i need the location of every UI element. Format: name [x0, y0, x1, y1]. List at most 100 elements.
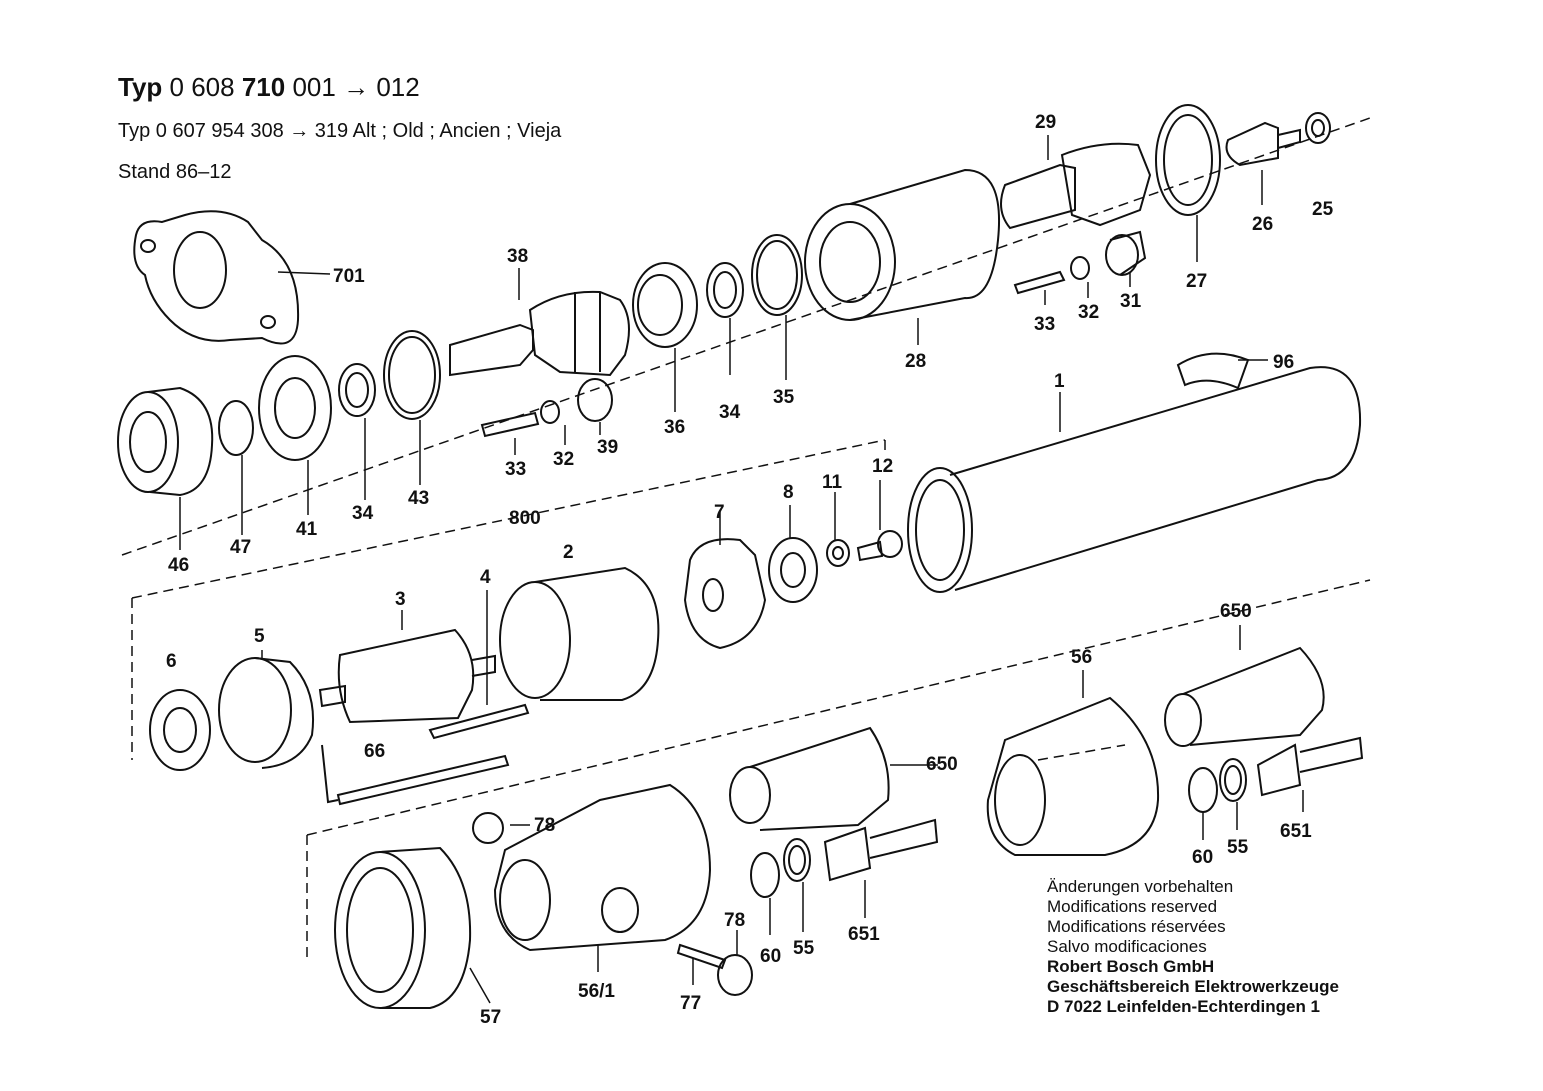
part-55-gasket-upper — [1219, 758, 1247, 802]
label-55-upper: 55 — [1227, 837, 1249, 858]
part-29-planet-carrier — [1000, 142, 1152, 230]
label-3: 3 — [395, 589, 406, 610]
label-651-upper: 651 — [1280, 821, 1312, 842]
label-34-upper: 34 — [719, 402, 741, 423]
label-25: 25 — [1312, 199, 1334, 220]
label-78-upper: 78 — [534, 815, 555, 836]
part-55-gasket-lower — [783, 838, 811, 882]
part-650-silencer-upper — [1164, 646, 1325, 747]
label-12: 12 — [872, 456, 893, 477]
part-labels: 701 38 29 26 25 27 33 32 31 28 96 1 36 3… — [166, 112, 1334, 1028]
part-2-cylinder — [499, 566, 660, 701]
label-39: 39 — [597, 437, 618, 458]
label-6: 6 — [166, 651, 177, 672]
label-27: 27 — [1186, 271, 1207, 292]
label-4: 4 — [480, 567, 491, 588]
label-1: 1 — [1054, 371, 1065, 392]
old-type-line: Typ 0 607 954 308 → 319 Alt ; Old ; Anci… — [118, 120, 562, 142]
label-31: 31 — [1120, 291, 1142, 312]
assembly-axis-lines — [121, 117, 1371, 960]
part-26-pinion — [1225, 121, 1301, 167]
part-46-threaded-ring — [117, 386, 214, 497]
part-60-filter-upper — [1188, 767, 1218, 813]
part-34-washer — [706, 262, 744, 318]
part-650-silencer-lower — [729, 726, 890, 831]
title-line: Typ 0 608 710 001 → 012 — [118, 72, 420, 103]
part-28-ring-gear — [804, 168, 1000, 321]
note-en: Modifications reserved — [1047, 897, 1218, 916]
part-41-ball-bearing — [258, 355, 332, 461]
stand-line: Stand 86–12 — [118, 161, 232, 183]
label-47: 47 — [230, 537, 251, 558]
part-11-washer — [826, 539, 850, 567]
part-6-bearing — [149, 689, 211, 771]
label-55-lower: 55 — [793, 938, 815, 959]
footer-notes: Änderungen vorbehalten Modifications res… — [1047, 877, 1339, 1017]
label-33-upper: 33 — [1034, 314, 1055, 335]
label-46: 46 — [168, 555, 189, 576]
label-28: 28 — [905, 351, 926, 372]
part-34-washer-lower — [338, 363, 376, 417]
label-60-upper: 60 — [1192, 847, 1213, 868]
title-number-b: 710 — [241, 72, 286, 102]
part-12-screw — [856, 530, 903, 562]
part-32-bush-lower — [540, 400, 560, 424]
part-32-bush-upper — [1070, 256, 1090, 280]
part-27-washer — [1155, 104, 1221, 216]
part-701-flange — [133, 210, 300, 345]
part-78-plug-upper — [472, 812, 504, 844]
part-25-washer — [1305, 112, 1331, 144]
part-7-end-shield — [683, 538, 767, 650]
label-77: 77 — [680, 993, 701, 1014]
label-651-lower: 651 — [848, 924, 880, 945]
label-78-lower: 78 — [724, 910, 745, 931]
company-division: Geschäftsbereich Elektrowerkzeuge — [1047, 977, 1339, 996]
part-43-retaining-ring — [383, 330, 441, 420]
label-36: 36 — [664, 417, 685, 438]
part-5-cover — [218, 657, 315, 769]
part-39-gear — [577, 378, 613, 422]
label-701: 701 — [333, 266, 365, 287]
label-8: 8 — [783, 482, 794, 503]
part-77-pin — [676, 943, 727, 970]
label-800: 800 — [509, 508, 541, 529]
leader-lines — [179, 135, 1304, 1004]
part-57-sleeve — [334, 846, 472, 1009]
label-66: 66 — [364, 741, 385, 762]
label-32-upper: 32 — [1078, 302, 1099, 323]
part-35-ring — [751, 234, 803, 316]
part-33-pin-lower — [480, 411, 540, 438]
label-11: 11 — [822, 472, 843, 493]
part-78-plug-lower — [717, 954, 753, 996]
label-32-lower: 32 — [553, 449, 574, 470]
label-56: 56 — [1071, 647, 1092, 668]
label-33-lower: 33 — [505, 459, 526, 480]
title-typ: Typ — [118, 72, 163, 102]
part-36-bearing — [632, 262, 698, 348]
label-7: 7 — [714, 502, 725, 523]
part-33-pin-upper — [1013, 270, 1066, 295]
part-66-rod — [321, 744, 510, 806]
part-56-1-valve-body — [493, 783, 712, 952]
label-650-lower: 650 — [926, 754, 958, 775]
label-650-upper: 650 — [1220, 601, 1252, 622]
note-fr: Modifications réservées — [1047, 917, 1226, 936]
part-4-vane — [428, 703, 530, 740]
label-43: 43 — [408, 488, 429, 509]
label-5: 5 — [254, 626, 265, 647]
part-38-drive-shaft — [449, 290, 630, 377]
label-56-1: 56/1 — [578, 981, 615, 1002]
label-60-lower: 60 — [760, 946, 781, 967]
part-1-housing — [907, 366, 1362, 593]
part-651-nipple-upper — [1256, 736, 1364, 797]
company-name: Robert Bosch GmbH — [1047, 957, 1215, 976]
label-41: 41 — [296, 519, 318, 540]
part-60-filter-lower — [750, 852, 780, 898]
label-2: 2 — [563, 542, 574, 563]
title-arrow: → — [343, 72, 370, 102]
part-31-planet-gear — [1105, 230, 1147, 276]
part-3-rotor — [318, 628, 496, 724]
label-34-lower: 34 — [352, 503, 374, 524]
label-26: 26 — [1252, 214, 1273, 235]
